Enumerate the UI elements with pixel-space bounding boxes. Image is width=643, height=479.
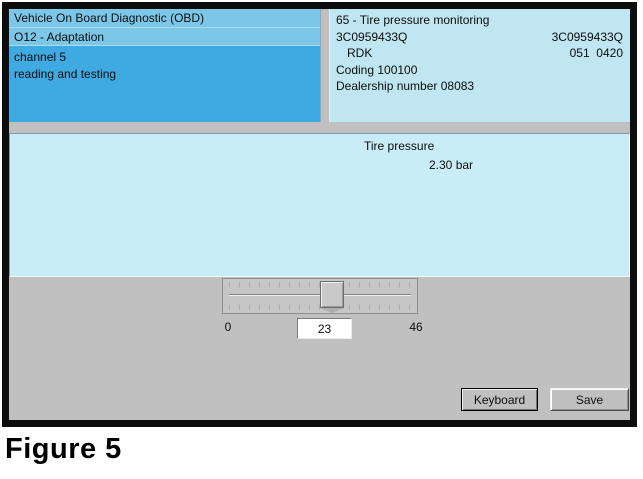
adaptation-slider[interactable] — [222, 278, 418, 314]
keyboard-button[interactable]: Keyboard — [461, 388, 538, 411]
module-info-panel: 65 - Tire pressure monitoring 3C0959433Q… — [330, 9, 630, 122]
slider-value-input[interactable] — [297, 318, 352, 339]
channel-label: channel 5 — [14, 50, 67, 64]
part-number: 3C0959433Q — [336, 29, 408, 44]
measurement-label: Tire pressure — [364, 139, 435, 153]
component-row: RDK 051 0420 — [336, 45, 623, 62]
slider-thumb[interactable] — [320, 281, 344, 308]
version-code: 051 0420 — [569, 46, 623, 60]
dealership-info: Dealership number 08083 — [336, 79, 475, 93]
app-title: Vehicle On Board Diagnostic (OBD) — [9, 9, 320, 28]
module-title: 65 - Tire pressure monitoring — [336, 13, 490, 27]
component-name: RDK — [347, 46, 373, 60]
figure-caption: Figure 5 — [5, 433, 122, 465]
save-button[interactable]: Save — [550, 388, 629, 411]
slider-min-label: 0 — [224, 320, 232, 334]
panel-divider — [320, 9, 330, 122]
measurement-area: Tire pressure 2.30 bar — [9, 133, 630, 277]
slider-max-label: 46 — [409, 320, 423, 334]
slider-thumb-pointer — [320, 308, 344, 313]
part-number-secondary: 3C0959433Q — [551, 29, 623, 44]
function-title: O12 - Adaptation — [9, 28, 320, 46]
diagnostic-screen: Vehicle On Board Diagnostic (OBD) O12 - … — [2, 2, 637, 427]
measurement-value: 2.30 bar — [429, 158, 474, 172]
part-number-row: 3C0959433Q 3C0959433Q — [336, 29, 623, 46]
coding-info: Coding 100100 — [336, 62, 418, 77]
channel-status: reading and testing — [14, 67, 117, 81]
channel-selection[interactable]: channel 5 reading and testing — [9, 46, 320, 122]
navigation-panel: Vehicle On Board Diagnostic (OBD) O12 - … — [9, 9, 320, 122]
